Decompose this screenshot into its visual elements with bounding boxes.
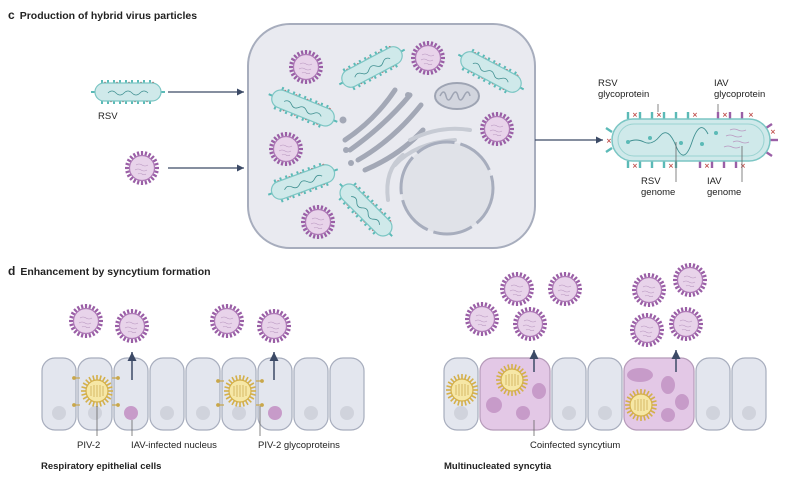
iav-virion [287, 48, 325, 86]
svg-text:×: × [740, 162, 746, 170]
svg-text:×: × [770, 128, 776, 136]
hybrid-virion: × × × × × × × × × × × [605, 111, 778, 170]
label-text: glycoprotein [598, 89, 650, 100]
label-text: IAV [714, 78, 729, 89]
iav-virion [267, 130, 305, 168]
label-text: RSV [641, 176, 661, 187]
iav-virion [671, 261, 709, 299]
label-iav-genome: IAV genome [707, 176, 741, 198]
label-text: RSV [598, 78, 618, 89]
piv2-virion [223, 374, 257, 408]
label-coinfected-syncytium: Coinfected syncytium [530, 440, 621, 451]
svg-text:×: × [632, 162, 638, 170]
panel-c-title: c Production of hybrid virus particles [8, 8, 197, 22]
svg-text:×: × [722, 111, 728, 119]
iav-virion [409, 39, 447, 77]
svg-text:×: × [606, 137, 612, 145]
iav-virion [463, 300, 501, 338]
label-rsv: RSV [98, 111, 118, 122]
piv2-virion [445, 373, 479, 407]
svg-text:×: × [704, 162, 710, 170]
iav-virion [123, 149, 161, 187]
label-piv2-glycoproteins: PIV-2 glycoproteins [258, 440, 340, 451]
piv2-virion [624, 388, 658, 422]
svg-text:×: × [692, 111, 698, 119]
iav-virion [113, 307, 151, 345]
iav-virion [630, 271, 668, 309]
panel-c-letter: c [8, 8, 15, 22]
label-text: IAV [707, 176, 722, 187]
label-text: glycoprotein [714, 89, 766, 100]
label-iav-infected-nucleus: IAV-infected nucleus [131, 440, 217, 451]
piv2-virion [80, 374, 114, 408]
rsv-virion [90, 79, 166, 105]
iav-virion [478, 110, 516, 148]
subtitle-respiratory-epithelial-cells: Respiratory epithelial cells [41, 461, 162, 472]
iav-virion [511, 305, 549, 343]
label-piv2: PIV-2 [77, 440, 101, 451]
svg-text:×: × [632, 111, 638, 119]
nucleus [399, 140, 495, 236]
label-rsv-glycoprotein: RSV glycoprotein [598, 78, 649, 100]
iav-virion [498, 270, 536, 308]
panel-d-letter: d [8, 264, 16, 278]
svg-text:×: × [668, 162, 674, 170]
iav-virion [667, 305, 705, 343]
iav-virion [546, 270, 584, 308]
leader-lines [657, 104, 743, 182]
iav-virion [628, 311, 666, 349]
piv2-glycoproteins [72, 376, 264, 407]
mitochondrion [434, 82, 480, 110]
iav-infected-nucleus [124, 406, 138, 420]
iav-virion [67, 302, 105, 340]
label-text: genome [641, 187, 676, 198]
svg-text:×: × [748, 111, 754, 119]
iav-virion [255, 307, 293, 345]
svg-text:×: × [656, 111, 662, 119]
panel-d-title-text: Enhancement by syncytium formation [20, 266, 211, 278]
iav-virion [299, 203, 337, 241]
panel-d-title: d Enhancement by syncytium formation [8, 264, 211, 278]
panel-c-title-text: Production of hybrid virus particles [19, 10, 198, 22]
subtitle-multinucleated-syncytia: Multinucleated syncytia [444, 461, 552, 472]
label-rsv-genome: RSV genome [641, 176, 675, 198]
piv2-virion [495, 363, 529, 397]
label-iav-glycoprotein: IAV glycoprotein [714, 78, 765, 100]
iav-virion [208, 302, 246, 340]
label-text: genome [707, 187, 742, 198]
iav-infected-nucleus [268, 406, 282, 420]
